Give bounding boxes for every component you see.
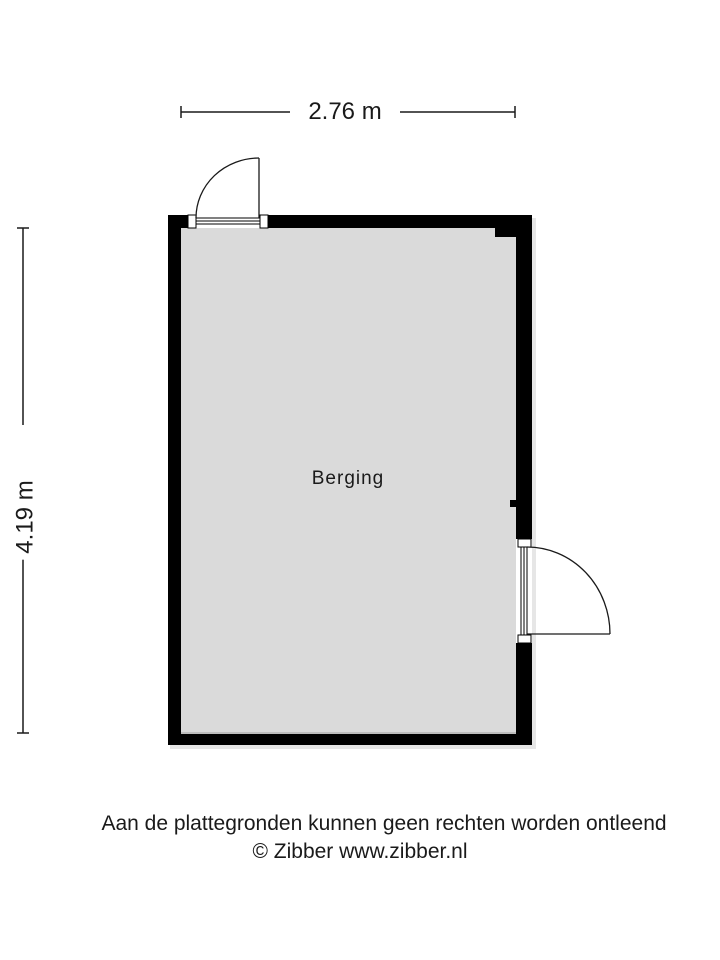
height-dimension-label-wrap: 4.19 m	[6, 462, 46, 572]
corner-column	[495, 228, 516, 237]
door-right	[516, 538, 611, 644]
copyright-text: © Zibber www.zibber.nl	[252, 840, 468, 863]
width-dimension-label: 2.76 m	[290, 97, 400, 127]
height-dimension-label: 4.19 m	[12, 474, 40, 560]
door-top	[187, 157, 269, 229]
height-dimension-line	[17, 227, 29, 734]
wall-bump	[510, 500, 516, 507]
room-floor-berging	[181, 228, 516, 733]
disclaimer-text: Aan de plattegronden kunnen geen rechten…	[101, 812, 667, 835]
room-label-berging: Berging	[311, 468, 385, 489]
width-dimension-line	[180, 106, 516, 118]
